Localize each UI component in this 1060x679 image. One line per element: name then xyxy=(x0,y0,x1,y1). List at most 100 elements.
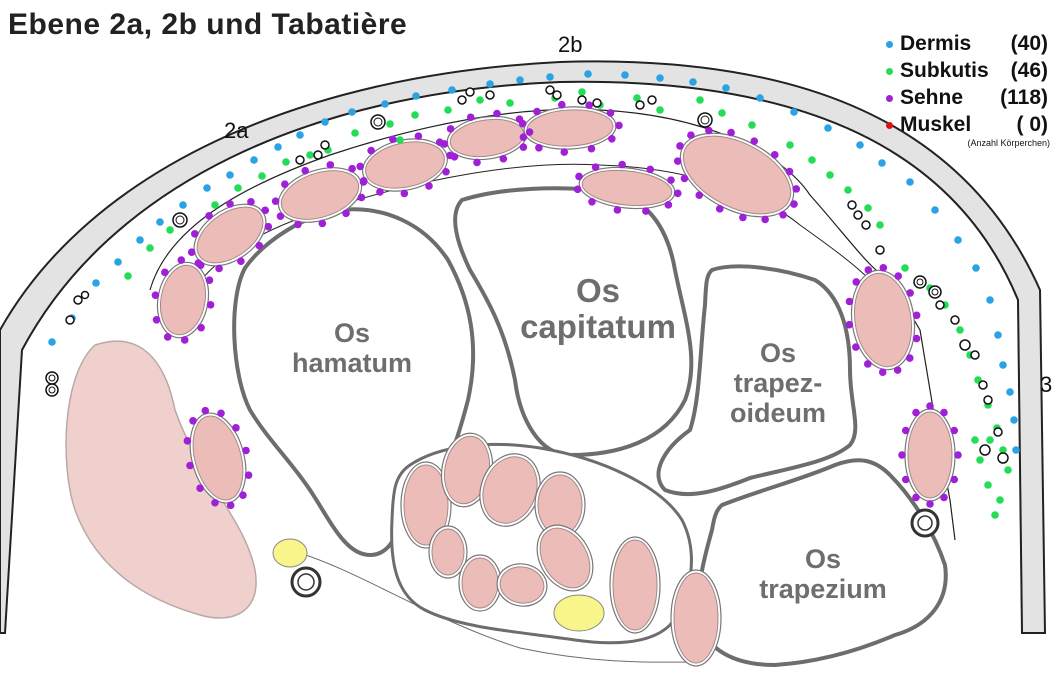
corpuscle-dot xyxy=(846,321,854,329)
corpuscle-dot xyxy=(217,409,225,417)
corpuscle-dot xyxy=(667,176,675,184)
label-os-trapezoideum-1: Os xyxy=(760,338,796,368)
corpuscle-dot xyxy=(191,230,199,238)
corpuscle-dot xyxy=(898,451,906,459)
corpuscle-dot xyxy=(761,216,769,224)
label-os-capitatum-1: Os xyxy=(576,272,620,309)
corpuscle-dot xyxy=(194,259,202,267)
corpuscle-dot xyxy=(321,118,329,126)
corpuscle-dot xyxy=(261,207,269,215)
corpuscle-dot xyxy=(792,185,800,193)
corpuscle-dot xyxy=(656,106,664,114)
corpuscle-dot xyxy=(124,272,132,280)
corpuscle-dot xyxy=(864,204,872,212)
corpuscle-dot xyxy=(179,201,187,209)
corpuscle-dot xyxy=(912,409,920,417)
corpuscle-dot xyxy=(202,407,210,415)
corpuscle-dot xyxy=(306,151,314,159)
corpuscle-dot xyxy=(237,257,245,265)
corpuscle-dot xyxy=(1010,416,1018,424)
corpuscle-dot xyxy=(976,456,984,464)
corpuscle-dot xyxy=(451,153,459,161)
corpuscle-dot xyxy=(585,101,593,109)
corpuscle-dot xyxy=(618,161,626,169)
corpuscle-dot xyxy=(114,258,122,266)
corpuscle-dot xyxy=(448,86,456,94)
tendon xyxy=(613,540,657,630)
corpuscle-dot xyxy=(926,500,934,508)
vessel xyxy=(960,340,970,350)
corpuscle-dot xyxy=(790,108,798,116)
corpuscle-dot xyxy=(227,502,235,510)
corpuscle-dot xyxy=(906,354,914,362)
corpuscle-dot xyxy=(901,264,909,272)
corpuscle-dot xyxy=(991,511,999,519)
legend-count: (118) xyxy=(1000,86,1048,110)
corpuscle-dot xyxy=(447,125,455,133)
corpuscle-dot xyxy=(665,201,673,209)
corpuscle-dot xyxy=(999,361,1007,369)
corpuscle-dot xyxy=(578,88,586,96)
vessel xyxy=(980,445,990,455)
corpuscle-dot xyxy=(642,207,650,215)
corpuscle-dot xyxy=(247,198,255,206)
corpuscle-dot xyxy=(607,109,615,117)
label-os-hamatum-1: Os xyxy=(334,318,370,348)
corpuscle-dot xyxy=(748,121,756,129)
vessel xyxy=(994,428,1002,436)
legend-dot-dermis xyxy=(886,41,893,48)
corpuscle-dot xyxy=(913,335,921,343)
corpuscle-dot xyxy=(152,291,160,299)
corpuscle-dot xyxy=(986,296,994,304)
vessel xyxy=(46,372,58,384)
corpuscle-dot xyxy=(615,122,623,130)
corpuscle-dot xyxy=(931,206,939,214)
vessel xyxy=(848,201,856,209)
corpuscle-dot xyxy=(411,111,419,119)
level-label-2a: 2a xyxy=(224,118,249,143)
corpuscle-dot xyxy=(864,360,872,368)
vessel xyxy=(854,211,862,219)
corpuscle-dot xyxy=(954,236,962,244)
legend-item-muskel: Muskel ( 0) xyxy=(886,113,1054,140)
corpuscle-dot xyxy=(376,188,384,196)
level-label-3: 3 xyxy=(1040,372,1052,397)
level-label-2b: 2b xyxy=(558,32,582,57)
corpuscle-dot xyxy=(592,163,600,171)
tendon xyxy=(674,573,718,663)
corpuscle-dot xyxy=(519,120,527,128)
corpuscle-dot xyxy=(984,481,992,489)
corpuscle-dot xyxy=(852,343,860,351)
corpuscle-dot xyxy=(203,184,211,192)
corpuscle-dot xyxy=(486,80,494,88)
corpuscle-dot xyxy=(856,141,864,149)
corpuscle-dot xyxy=(865,266,873,274)
corpuscle-dot xyxy=(520,133,528,141)
ulnar-artery-inner xyxy=(298,574,314,590)
corpuscle-dot xyxy=(389,135,397,143)
corpuscle-dot xyxy=(348,108,356,116)
corpuscle-dot xyxy=(205,212,213,220)
vessel xyxy=(929,286,941,298)
corpuscle-dot xyxy=(786,141,794,149)
corpuscle-dot xyxy=(207,301,215,309)
vessel xyxy=(984,396,992,404)
corpuscle-dot xyxy=(442,168,450,176)
corpuscle-dot xyxy=(846,298,854,306)
label-os-hamatum-2: hamatum xyxy=(292,348,412,378)
corpuscle-dot xyxy=(296,131,304,139)
corpuscle-dot xyxy=(441,140,449,148)
corpuscle-dot xyxy=(876,221,884,229)
vessel xyxy=(862,221,870,229)
corpuscle-dot xyxy=(779,211,787,219)
vessel xyxy=(173,213,187,227)
vessel xyxy=(82,292,89,299)
legend-count: (46) xyxy=(1011,59,1048,83)
label-os-trapezoideum-3: oideum xyxy=(730,398,826,428)
corpuscle-dot xyxy=(533,108,541,116)
vessel xyxy=(636,101,644,109)
vessel xyxy=(371,115,385,129)
corpuscle-dot xyxy=(560,148,568,156)
vessel xyxy=(66,316,74,324)
corpuscle-dot xyxy=(808,156,816,164)
